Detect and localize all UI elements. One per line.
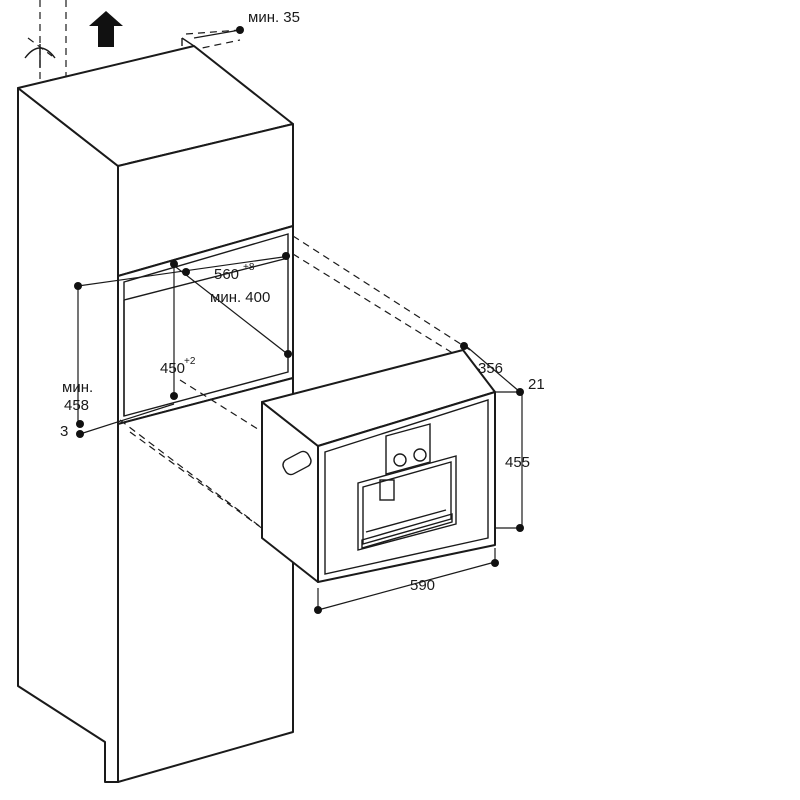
knob-left [393, 453, 407, 467]
label-appliance-height: 455 [505, 454, 530, 471]
dimension-points [74, 26, 524, 614]
spout [379, 479, 395, 501]
cabinet-lower-front [117, 377, 294, 783]
label-appliance-width: 590 [410, 577, 435, 594]
dimension-lines [77, 29, 523, 612]
side-handle [282, 450, 312, 476]
dispensing-area [357, 455, 457, 551]
label-niche-width-tol: +8 [243, 262, 255, 273]
drip-tray [361, 513, 453, 549]
projection-lines [119, 235, 481, 557]
label-front-offset: 21 [528, 376, 545, 393]
label-niche-width: 560 [214, 266, 239, 283]
label-niche-height: 450 [160, 360, 185, 377]
knob-right [413, 448, 427, 462]
hinge-symbol-top [24, 44, 56, 68]
label-top-gap: мин. 35 [248, 9, 300, 26]
label-niche-height-tol: +2 [184, 356, 196, 367]
label-appliance-depth: 356 [478, 360, 503, 377]
label-cabinet-height-1: мин. [62, 379, 93, 396]
label-bottom-gap: 3 [60, 423, 68, 440]
coffee-machine [261, 349, 496, 583]
control-panel [385, 423, 431, 475]
arrow-up-icon [89, 11, 123, 47]
label-niche-depth: мин. 400 [210, 289, 270, 306]
label-cabinet-height-2: 458 [64, 397, 89, 414]
